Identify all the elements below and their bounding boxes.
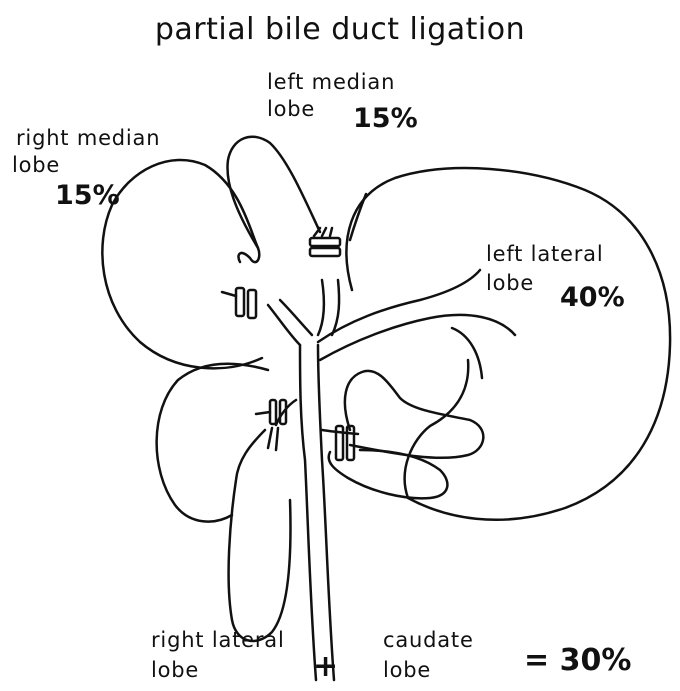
right-lateral-label-line2: lobe <box>151 659 199 681</box>
caudate-label-line1: caudate <box>383 629 474 651</box>
right-median-label-line2: lobe <box>12 154 60 176</box>
duct-branch-right-median <box>268 300 312 345</box>
ligature-right-lateral <box>256 400 286 450</box>
duct-branch-left-lateral-lower <box>320 315 515 360</box>
bile-duct-trunk-left <box>300 345 316 680</box>
left-median-label-line1: left median <box>267 71 395 93</box>
left-lateral-lobe-outline <box>346 168 670 520</box>
right-lateral-lobe-lower <box>229 430 291 641</box>
right-median-label-line1: right median <box>16 127 160 149</box>
duct-branch-caudate <box>322 430 358 434</box>
right-lateral-lobe-outline <box>157 364 268 522</box>
ligature-left-median <box>310 228 340 256</box>
diagram-title: partial bile duct ligation <box>0 14 680 46</box>
right-median-percent: 15% <box>55 182 120 210</box>
left-lateral-percent: 40% <box>560 284 625 312</box>
ligature-right-median <box>222 288 256 318</box>
left-lateral-label-line1: left lateral <box>486 243 603 265</box>
right-lateral-label-line1: right lateral <box>151 629 285 651</box>
left-median-lobe-outline <box>227 137 320 262</box>
plus-sign: + <box>313 651 338 683</box>
caudate-label-line2: lobe <box>383 659 431 681</box>
left-median-label-line2: lobe <box>267 98 315 120</box>
left-median-percent: 15% <box>353 105 418 133</box>
left-lateral-label-line2: lobe <box>486 272 534 294</box>
combined-total: = 30% <box>524 645 631 677</box>
duct-branch-left-lateral-upper <box>318 270 480 342</box>
bile-duct-trunk-right <box>318 345 334 680</box>
right-median-lobe-outline <box>102 160 262 368</box>
duct-branch-left-median <box>318 280 339 335</box>
